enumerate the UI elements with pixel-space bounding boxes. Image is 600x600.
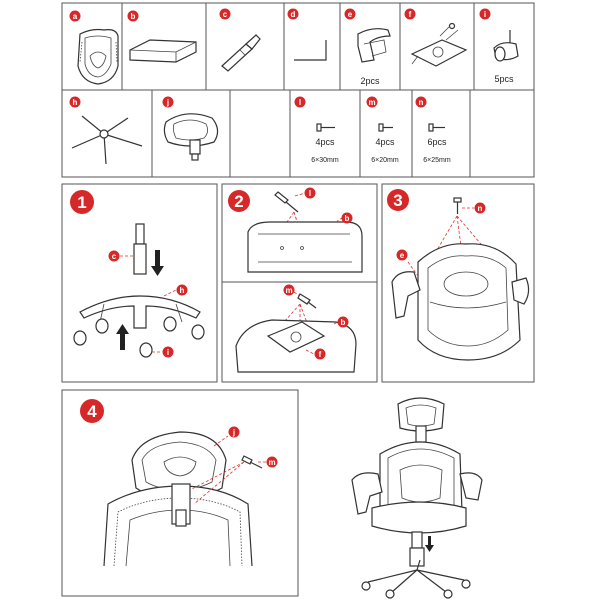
part-l-screw: l 4pcs 6×30mm (294, 96, 339, 164)
badge-d-letter: d (291, 10, 296, 19)
badge-j-letter: j (166, 98, 169, 107)
step-1-down-arrow (151, 250, 164, 276)
step-1-badge: 1 (70, 190, 94, 214)
parts-grid (61, 2, 535, 178)
badge-h: h (69, 96, 81, 108)
step-3-label-n: n (478, 204, 483, 213)
step-3-badge-n: n (474, 202, 486, 214)
step-1-base: h (79, 284, 201, 329)
step-1-panel: 1 c h (61, 183, 218, 383)
step-4-backrest (103, 483, 253, 567)
step-1-badge-c: c (108, 250, 120, 262)
badge-i: i (479, 8, 491, 20)
badge-c: c (219, 8, 231, 20)
badge-l: l (294, 96, 306, 108)
step-4-badge-j: j (228, 426, 240, 438)
badge-j: j (162, 96, 174, 108)
part-m-screw: m 4pcs 6×20mm (366, 96, 399, 164)
step-4-panel: 4 j m (61, 389, 299, 597)
step-4-badge-m: m (266, 456, 278, 468)
badge-a-letter: a (73, 12, 78, 21)
step-4-headrest: j (131, 426, 240, 499)
step-2-label-l: l (309, 189, 311, 198)
part-c-gas-lift: c (219, 8, 261, 72)
step-2-screw-l: l (274, 187, 316, 243)
step-2-badge-l: l (304, 187, 316, 199)
step-4-number: 4 (87, 402, 97, 421)
badge-a: a (69, 10, 81, 22)
badge-h-letter: h (73, 98, 78, 107)
part-i-qty: 5pcs (494, 74, 514, 84)
badge-n-letter: n (419, 98, 424, 107)
step-1-badge-i: i (162, 346, 174, 358)
step-1-gas-lift: c (108, 223, 147, 275)
step-2-label-f: f (319, 350, 322, 359)
step-2-seat-top: b (247, 212, 363, 273)
part-a-chair-back: a (69, 10, 119, 85)
part-i-caster: i 5pcs (479, 8, 519, 84)
badge-n: n (415, 96, 427, 108)
badge-e: e (344, 8, 356, 20)
step-1-label-h: h (180, 286, 185, 295)
badge-c-letter: c (223, 10, 228, 19)
step-3-chair: e (391, 243, 530, 361)
badge-m-letter: m (368, 98, 375, 107)
part-n-size: 6×25mm (423, 157, 451, 164)
part-j-headrest: j (162, 96, 219, 161)
badge-f: f (404, 8, 416, 20)
part-e-qty: 2pcs (360, 76, 380, 86)
badge-f-letter: f (409, 10, 412, 19)
step-2-panel: 2 l b (221, 183, 378, 383)
step-2-number: 2 (234, 192, 243, 211)
step-4-screw-m: m (189, 455, 278, 505)
badge-l-letter: l (299, 98, 301, 107)
step-1-label-i: i (167, 348, 169, 357)
part-n-qty: 6pcs (427, 137, 447, 147)
step-1-label-c: c (112, 252, 117, 261)
badge-i-letter: i (484, 10, 486, 19)
badge-d: d (287, 8, 299, 20)
step-2-badge: 2 (228, 190, 250, 212)
step-3-badge: 3 (387, 189, 409, 211)
badge-m: m (366, 96, 378, 108)
step-2-label-b2: b (341, 318, 346, 327)
part-l-size: 6×30mm (311, 157, 339, 164)
part-d-allen-key: d (287, 8, 327, 61)
step-4-label-m: m (268, 458, 275, 467)
step-2-badge-f: f (314, 348, 326, 360)
part-f-mechanism: f (404, 8, 468, 67)
step-1-casters: i (73, 316, 205, 358)
step-2-label-b1: b (345, 214, 350, 223)
part-b-seat: b (127, 10, 197, 63)
part-n-screw: n 6pcs 6×25mm (415, 96, 451, 164)
step-2-label-m: m (285, 286, 292, 295)
step-2-badge-b1: b (341, 212, 353, 224)
step-1-up-arrow (116, 324, 129, 350)
assembled-chair (351, 397, 483, 599)
badge-b-letter: b (131, 12, 136, 21)
part-m-qty: 4pcs (375, 137, 395, 147)
part-m-size: 6×20mm (371, 157, 399, 164)
step-4-badge: 4 (80, 399, 104, 423)
step-1-badge-h: h (176, 284, 188, 296)
step-4-label-j: j (232, 428, 235, 437)
part-l-qty: 4pcs (315, 137, 335, 147)
step-2-badge-b2: b (337, 316, 349, 328)
step-1-number: 1 (77, 193, 86, 212)
step-3-number: 3 (393, 191, 402, 210)
badge-e-letter: e (348, 10, 353, 19)
part-h-base: h (69, 96, 143, 165)
step-3-label-e: e (400, 251, 405, 260)
step-2-badge-m: m (283, 284, 295, 296)
badge-b: b (127, 10, 139, 22)
step-3-badge-e: e (396, 249, 408, 261)
step-3-panel: 3 n e (381, 183, 535, 383)
part-e-armrest: e 2pcs (344, 8, 391, 86)
step-2-seat-bottom: f b (235, 316, 357, 373)
